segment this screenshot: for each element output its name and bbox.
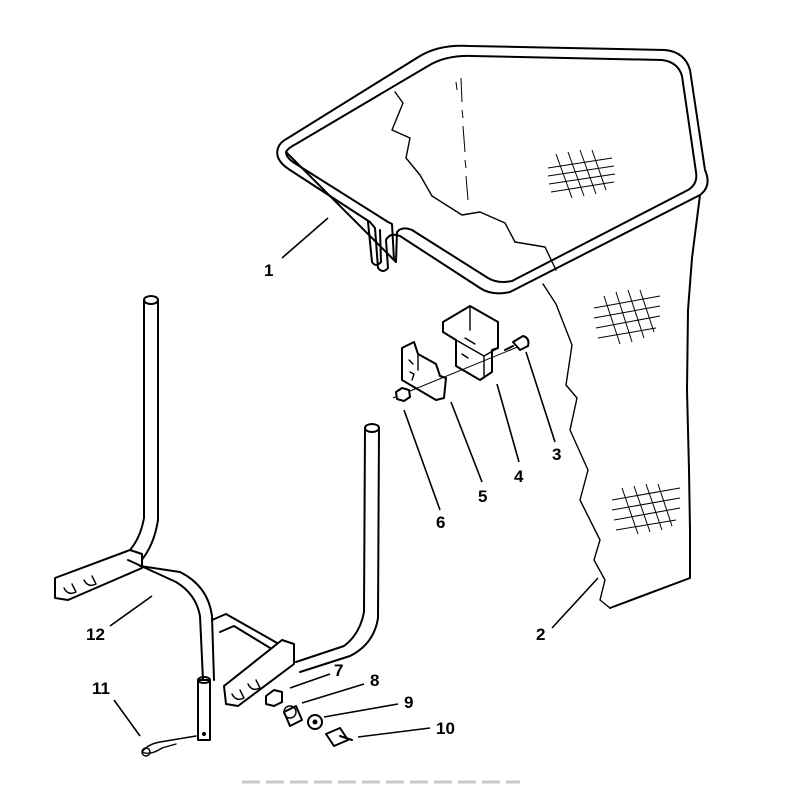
svg-text:12: 12 (86, 625, 105, 644)
mesh-cover-part-2 (391, 77, 701, 609)
carriage-bolt-part-3 (504, 335, 530, 351)
mesh-patch-bottom (611, 483, 681, 535)
bolt-part-10 (325, 727, 353, 747)
handle-frame-part-12 (54, 295, 380, 741)
svg-text:6: 6 (436, 513, 445, 532)
svg-text:3: 3 (552, 445, 561, 464)
callout-10: 10 (357, 719, 455, 738)
mesh-patch-top (547, 149, 616, 199)
svg-text:1: 1 (264, 261, 273, 280)
nut-part-6 (395, 387, 411, 402)
svg-text:7: 7 (334, 661, 343, 680)
svg-text:5: 5 (478, 487, 487, 506)
svg-text:8: 8 (370, 671, 379, 690)
spacer-part-8 (283, 705, 303, 727)
svg-text:9: 9 (404, 693, 413, 712)
mesh-patch-middle (593, 289, 661, 345)
callout-1: 1 (264, 217, 329, 280)
svg-text:2: 2 (536, 625, 545, 644)
callout-6: 6 (403, 409, 445, 532)
hardware-stack (141, 689, 353, 757)
callouts: 1 2 3 4 5 6 7 8 (86, 217, 599, 738)
bracket-assembly (392, 305, 530, 402)
callout-7: 7 (289, 661, 343, 689)
nut-part-7 (265, 689, 283, 707)
callout-4: 4 (496, 383, 524, 486)
callout-2: 2 (536, 577, 599, 644)
callout-12: 12 (86, 595, 153, 644)
top-frame-part-1 (276, 44, 709, 295)
hairpin-clip-part-11 (141, 735, 197, 755)
svg-text:10: 10 (436, 719, 455, 738)
callout-3: 3 (525, 351, 561, 464)
callout-8: 8 (301, 671, 379, 704)
callout-11: 11 (92, 679, 141, 737)
svg-text:4: 4 (514, 467, 524, 486)
callout-9: 9 (323, 693, 413, 718)
callout-5: 5 (450, 401, 487, 506)
svg-text:11: 11 (92, 679, 110, 698)
